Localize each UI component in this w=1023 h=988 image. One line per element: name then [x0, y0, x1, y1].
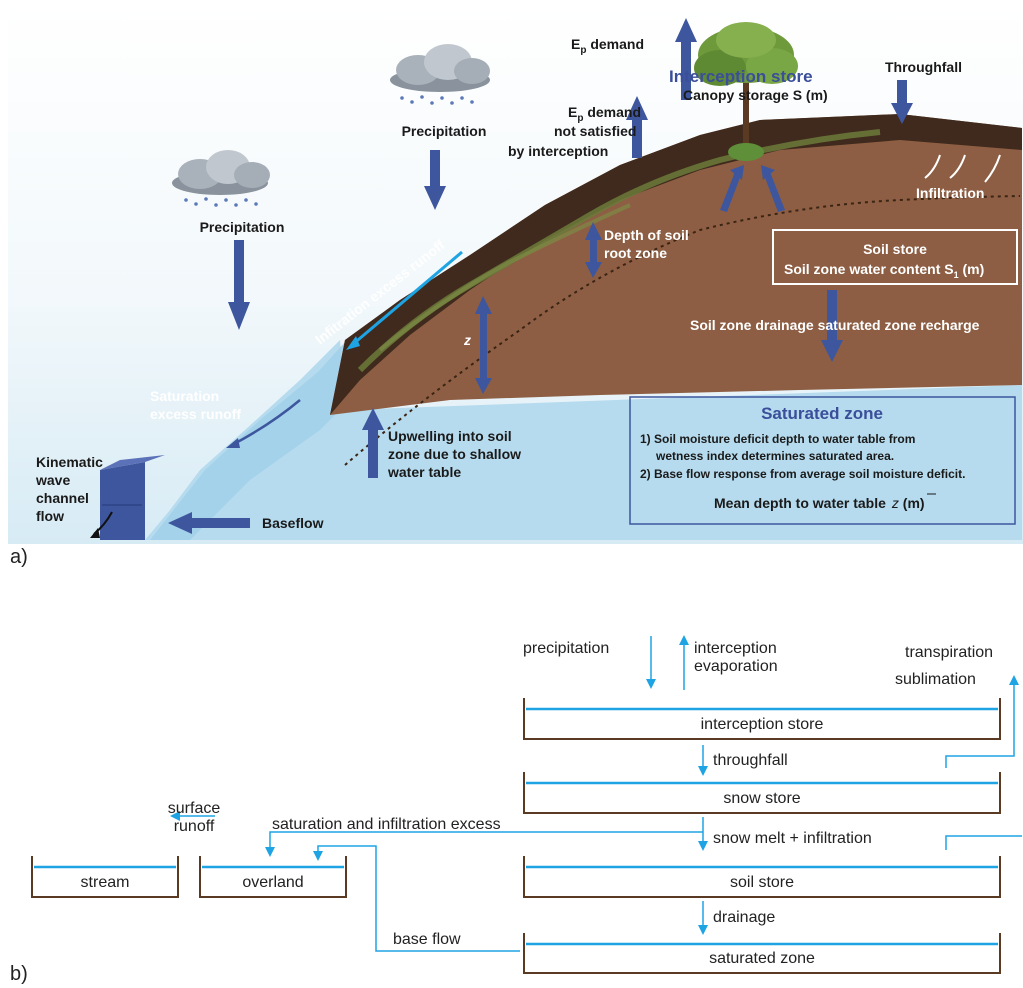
canopy-storage-label: Canopy storage S (m): [683, 87, 828, 103]
soil-store-box-b: [523, 856, 1001, 898]
soil-store-box: [772, 229, 1018, 285]
channel-box: [100, 462, 145, 540]
cloud-center-icon: [390, 44, 490, 105]
saturated-zone-title: Saturated zone: [761, 404, 883, 423]
kinematic-line1: Kinematic: [36, 454, 103, 470]
infiltration-excess-arrow: [351, 250, 463, 347]
overland-box: [199, 856, 347, 898]
sat-excess-line2: excess runoff: [150, 406, 241, 422]
baseflow-label: Baseflow: [262, 515, 324, 531]
kinematic-line4: flow: [36, 508, 64, 524]
ep-not-satisfied-line3: by interception: [508, 143, 608, 159]
soil-body: [330, 114, 1022, 415]
saturated-zone-label-b: saturated zone: [709, 950, 815, 967]
store-boxes: [31, 698, 1001, 974]
sublimation-label: sublimation: [895, 671, 976, 688]
upwelling-line1: Upwelling into soil: [388, 428, 512, 444]
tree-icon: [694, 22, 798, 161]
transpiration-label: transpiration: [905, 644, 993, 661]
soil-store-title: Soil store: [863, 241, 927, 257]
ep-not-satisfied-line2: not satisfied: [554, 123, 636, 139]
snow-store-label: snow store: [723, 790, 800, 807]
surface-runoff-line2: runoff: [174, 818, 215, 835]
interception-store-box: [523, 698, 1001, 740]
sat-inf-excess-label: saturation and infiltration excess: [272, 816, 501, 833]
depth-root-line1: Depth of soil: [604, 227, 689, 243]
panel-b-label: b): [10, 963, 28, 985]
precip-center-label: Precipitation: [402, 123, 487, 139]
kinematic-line3: channel: [36, 490, 89, 506]
infiltration-arrows: [924, 154, 1001, 183]
drainage-label-b: drainage: [713, 909, 775, 926]
snow-store-box: [523, 772, 1001, 814]
z-label: z: [463, 332, 471, 348]
surface-runoff-line1: surface: [168, 800, 221, 817]
upwelling-line3: water table: [387, 464, 461, 480]
stream-label: stream: [81, 874, 130, 891]
soil-store-sub: Soil zone water content S1 (m): [784, 261, 984, 280]
throughfall-label: Throughfall: [885, 59, 962, 75]
flow-lines: [170, 635, 1022, 952]
transpiration-arrow: [945, 675, 1019, 768]
flow-arrows: [168, 18, 913, 534]
cloud-left-icon: [172, 150, 270, 207]
channel-flow-arrowhead: [90, 528, 100, 538]
kinematic-line2: wave: [35, 472, 70, 488]
soil-transpiration-line: [945, 835, 1022, 850]
saturation-excess-arrowhead: [226, 438, 240, 448]
saturation-runoff-water: [150, 342, 345, 540]
interception-store-label-b: interception store: [701, 716, 824, 733]
ep-demand-label: Ep demand: [571, 36, 644, 56]
water-table-line: [344, 195, 1021, 466]
panel-a: Precipitation Precipitation Ep demand Ep…: [8, 4, 1023, 568]
drainage-label: Soil zone drainage saturated zone rechar…: [690, 317, 980, 333]
throughfall-label-b: throughfall: [713, 752, 788, 769]
stream-box: [31, 856, 179, 898]
precip-left-label: Precipitation: [200, 219, 285, 235]
saturation-excess-line: [265, 831, 703, 857]
channel-box-top: [100, 455, 165, 470]
sat-excess-line1: Saturation: [150, 388, 219, 404]
infiltration-excess-arrowhead: [346, 336, 360, 350]
precipitation-label-b: precipitation: [523, 640, 609, 657]
overland-label: overland: [242, 874, 303, 891]
saturated-zone-box-b: [523, 933, 1001, 974]
interception-evap-line1: interception: [694, 640, 777, 657]
panel-a-label: a): [10, 546, 28, 568]
precip-left-arrow: [234, 240, 244, 305]
snow-melt-label: snow melt + infiltration: [713, 830, 872, 847]
saturated-zone-box: [629, 396, 1016, 525]
base-flow-line: [313, 845, 520, 952]
water-level-lines: [34, 707, 998, 946]
panel-b: precipitation interception evaporation t…: [10, 635, 1022, 985]
soil-store-label-b: soil store: [730, 874, 794, 891]
saturation-excess-arrow: [231, 399, 301, 447]
ep-not-satisfied-line1: Ep demand: [568, 104, 641, 124]
upwelling-line2: zone due to shallow: [388, 446, 521, 462]
depth-root-line2: root zone: [604, 245, 667, 261]
sat-point-2: 2) Base flow response from average soil …: [640, 467, 965, 481]
base-flow-label: base flow: [393, 931, 461, 948]
interception-evap-line2: evaporation: [694, 658, 778, 675]
sat-point-1b: wetness index determines saturated area.: [655, 449, 894, 463]
vegetation-streaks-2: [378, 203, 631, 352]
infiltration-label: Infiltration: [916, 185, 984, 201]
interception-store-title: Interception store: [669, 67, 813, 86]
sat-point-1a: 1) Soil moisture deficit depth to water …: [640, 432, 915, 446]
